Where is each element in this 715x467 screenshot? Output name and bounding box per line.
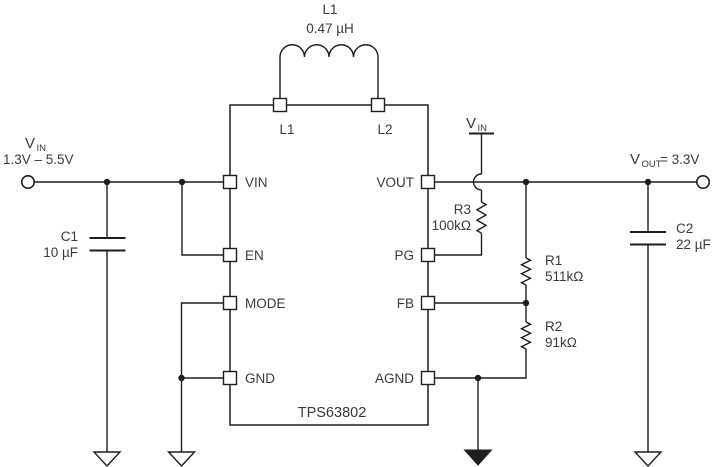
pullup-net-subscript: IN bbox=[478, 123, 488, 134]
junction-dot bbox=[644, 178, 652, 186]
pin-square-l1 bbox=[272, 97, 288, 113]
ic-part-label: TPS63802 bbox=[298, 405, 367, 421]
resistor-symbol-r3 bbox=[475, 201, 488, 234]
junction-dot bbox=[103, 178, 111, 186]
junction-dot bbox=[522, 178, 530, 186]
pin-label-vout: VOUT bbox=[376, 175, 414, 190]
pin-square-vout bbox=[420, 174, 436, 190]
pin-square-pg bbox=[420, 247, 436, 263]
wire-en-branch bbox=[181, 182, 224, 256]
output-net-label: V bbox=[630, 151, 640, 168]
pin-label-pg: PG bbox=[394, 248, 414, 263]
junction-dot bbox=[474, 374, 482, 382]
c2-ref-label: C2 bbox=[676, 221, 693, 236]
input-range-label: 1.3V – 5.5V bbox=[3, 152, 74, 167]
pin-square-fb bbox=[420, 295, 436, 311]
r1-ref-label: R1 bbox=[545, 253, 562, 268]
ground-icon-gnd bbox=[166, 451, 197, 467]
pullup-net-label: V bbox=[466, 115, 476, 132]
l1-value-label: 0.47 µH bbox=[306, 21, 354, 36]
pin-label-fb: FB bbox=[397, 296, 414, 311]
l1-ref-label: L1 bbox=[322, 2, 337, 17]
junction-dots bbox=[103, 178, 652, 382]
ic-tps63802 bbox=[222, 97, 436, 426]
inductor-symbol bbox=[279, 44, 379, 58]
pin-square-gnd bbox=[222, 370, 238, 386]
analog-ground-icon bbox=[463, 449, 493, 466]
pin-label-agnd: AGND bbox=[375, 371, 414, 386]
input-terminal-icon bbox=[20, 175, 35, 190]
input-net-subscript: IN bbox=[37, 143, 47, 154]
c1-value-label: 10 µF bbox=[43, 245, 78, 260]
output-terminal-icon bbox=[695, 175, 710, 190]
pin-square-vin bbox=[222, 174, 238, 190]
pin-label-l1: L1 bbox=[279, 122, 294, 137]
wire-r2-to-agnd bbox=[434, 349, 527, 379]
pin-square-mode bbox=[222, 295, 238, 311]
pin-label-en: EN bbox=[245, 248, 264, 263]
c1-ref-label: C1 bbox=[61, 229, 78, 244]
component-symbols bbox=[89, 44, 666, 350]
wire-r3-to-pg bbox=[434, 233, 483, 256]
output-net-subscript: OUT bbox=[642, 159, 662, 170]
pin-label-mode: MODE bbox=[245, 296, 286, 311]
junction-dot bbox=[522, 299, 530, 307]
wire-mode-branch bbox=[180, 302, 224, 378]
resistor-symbol-r1 bbox=[519, 257, 533, 286]
r3-value-label: 100kΩ bbox=[432, 218, 471, 233]
r1-value-label: 511kΩ bbox=[545, 269, 583, 284]
r3-ref-label: R3 bbox=[454, 202, 471, 217]
pin-square-agnd bbox=[420, 370, 436, 386]
wire-hop-arc bbox=[472, 173, 482, 191]
pin-label-vin: VIN bbox=[245, 175, 268, 190]
c2-value-label: 22 µF bbox=[676, 237, 711, 252]
junction-dot bbox=[178, 178, 186, 186]
pin-label-gnd: GND bbox=[245, 371, 275, 386]
ic-body bbox=[229, 104, 429, 426]
pin-square-en bbox=[222, 247, 238, 263]
pin-label-l2: L2 bbox=[377, 122, 392, 137]
junction-dot bbox=[178, 374, 185, 382]
ground-icon-c1 bbox=[92, 451, 122, 467]
ground-symbols bbox=[92, 449, 663, 467]
r2-value-label: 91kΩ bbox=[545, 335, 577, 350]
output-value-label: = 3.3V bbox=[660, 152, 699, 167]
pin-square-l2 bbox=[370, 97, 386, 113]
wires bbox=[34, 57, 697, 452]
labels: V IN 1.3V – 5.5V C1 10 µF L1 0.47 µH L1 … bbox=[3, 2, 711, 421]
ground-icon-c2 bbox=[633, 451, 663, 467]
resistor-symbol-r2 bbox=[519, 321, 533, 350]
input-net-label: V bbox=[25, 135, 35, 152]
r2-ref-label: R2 bbox=[545, 319, 562, 334]
